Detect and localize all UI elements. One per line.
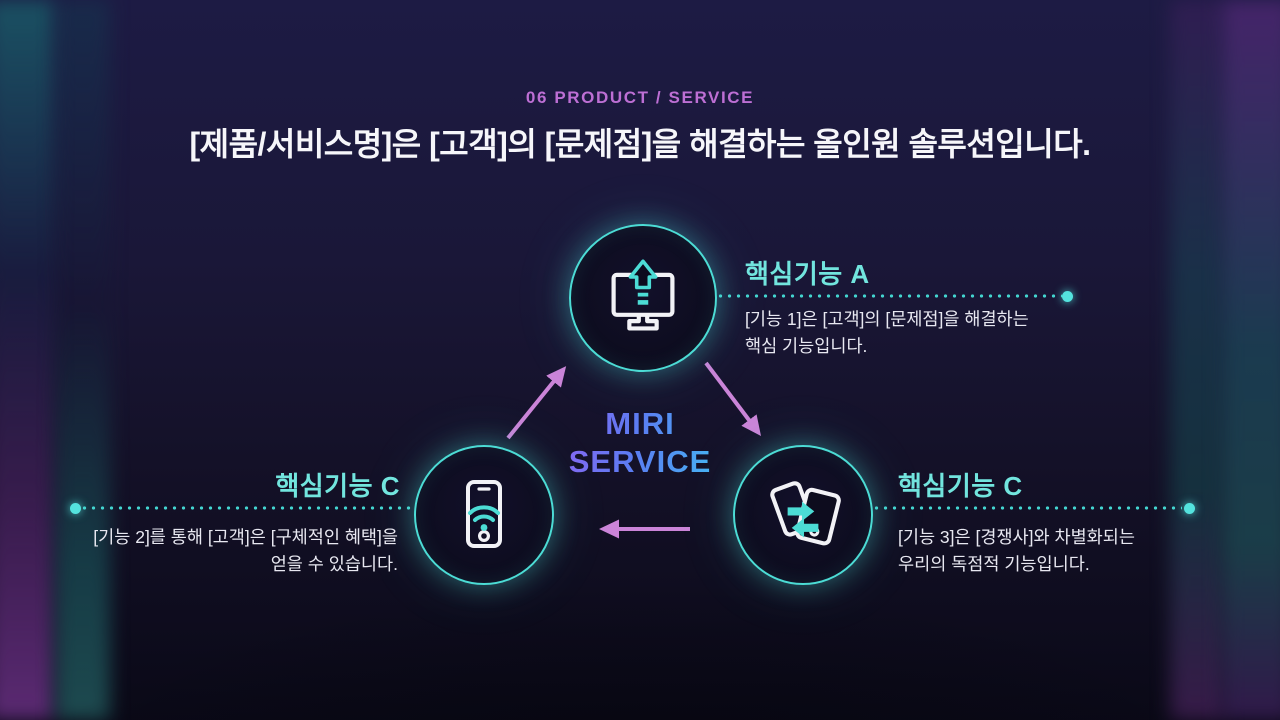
- monitor-upload-icon: [611, 259, 675, 331]
- feature-c-left-desc-line2: 얻을 수 있습니다.: [270, 554, 398, 574]
- feature-a-dotted-line: [716, 294, 1062, 298]
- feature-a-description: [기능 1]은 [고객]의 [문제점]을 해결하는 핵심 기능입니다.: [745, 306, 1029, 360]
- feature-c-left-description: [기능 2]를 통해 [고객]은 [구체적인 혜택]을 얻을 수 있습니다.: [93, 524, 398, 578]
- logo-line-2: SERVICE: [568, 444, 712, 479]
- feature-c-left-line-dot: [70, 503, 81, 514]
- node-feature-c-left: [414, 445, 554, 585]
- feature-c-left-desc-line1: [기능 2]를 통해 [고객]은 [구체적인 혜택]을: [93, 527, 398, 547]
- node-feature-a: [569, 224, 717, 372]
- devices-sync-icon: [770, 481, 841, 546]
- feature-c-right-dotted-line: [872, 506, 1182, 510]
- feature-c-right-desc-line2: 우리의 독점적 기능입니다.: [898, 554, 1090, 574]
- logo-line-1: MIRI: [605, 406, 675, 441]
- feature-a-line-dot: [1062, 291, 1073, 302]
- node-feature-c-right: [733, 445, 873, 585]
- feature-c-right-label: 핵심기능 C: [898, 471, 1023, 501]
- section-eyebrow: 06 PRODUCT / SERVICE: [525, 88, 755, 107]
- center-service-logo: MIRI SERVICE: [530, 405, 750, 481]
- feature-c-right-description: [기능 3]은 [경쟁사]와 차별화되는 우리의 독점적 기능입니다.: [898, 524, 1135, 578]
- feature-c-right-line-dot: [1184, 503, 1195, 514]
- feature-c-left-dotted-line: [80, 506, 414, 510]
- feature-c-right-desc-line1: [기능 3]은 [경쟁사]와 차별화되는: [898, 527, 1135, 547]
- feature-a-label: 핵심기능 A: [745, 259, 870, 289]
- smartphone-wifi-icon: [466, 480, 502, 548]
- slide-title: [제품/서비스명]은 [고객]의 [문제점]을 해결하는 올인원 솔루션입니다.: [189, 126, 1091, 162]
- feature-a-desc-line1: [기능 1]은 [고객]의 [문제점]을 해결하는: [745, 309, 1029, 329]
- feature-c-left-label: 핵심기능 C: [275, 471, 400, 501]
- feature-a-desc-line2: 핵심 기능입니다.: [745, 336, 868, 356]
